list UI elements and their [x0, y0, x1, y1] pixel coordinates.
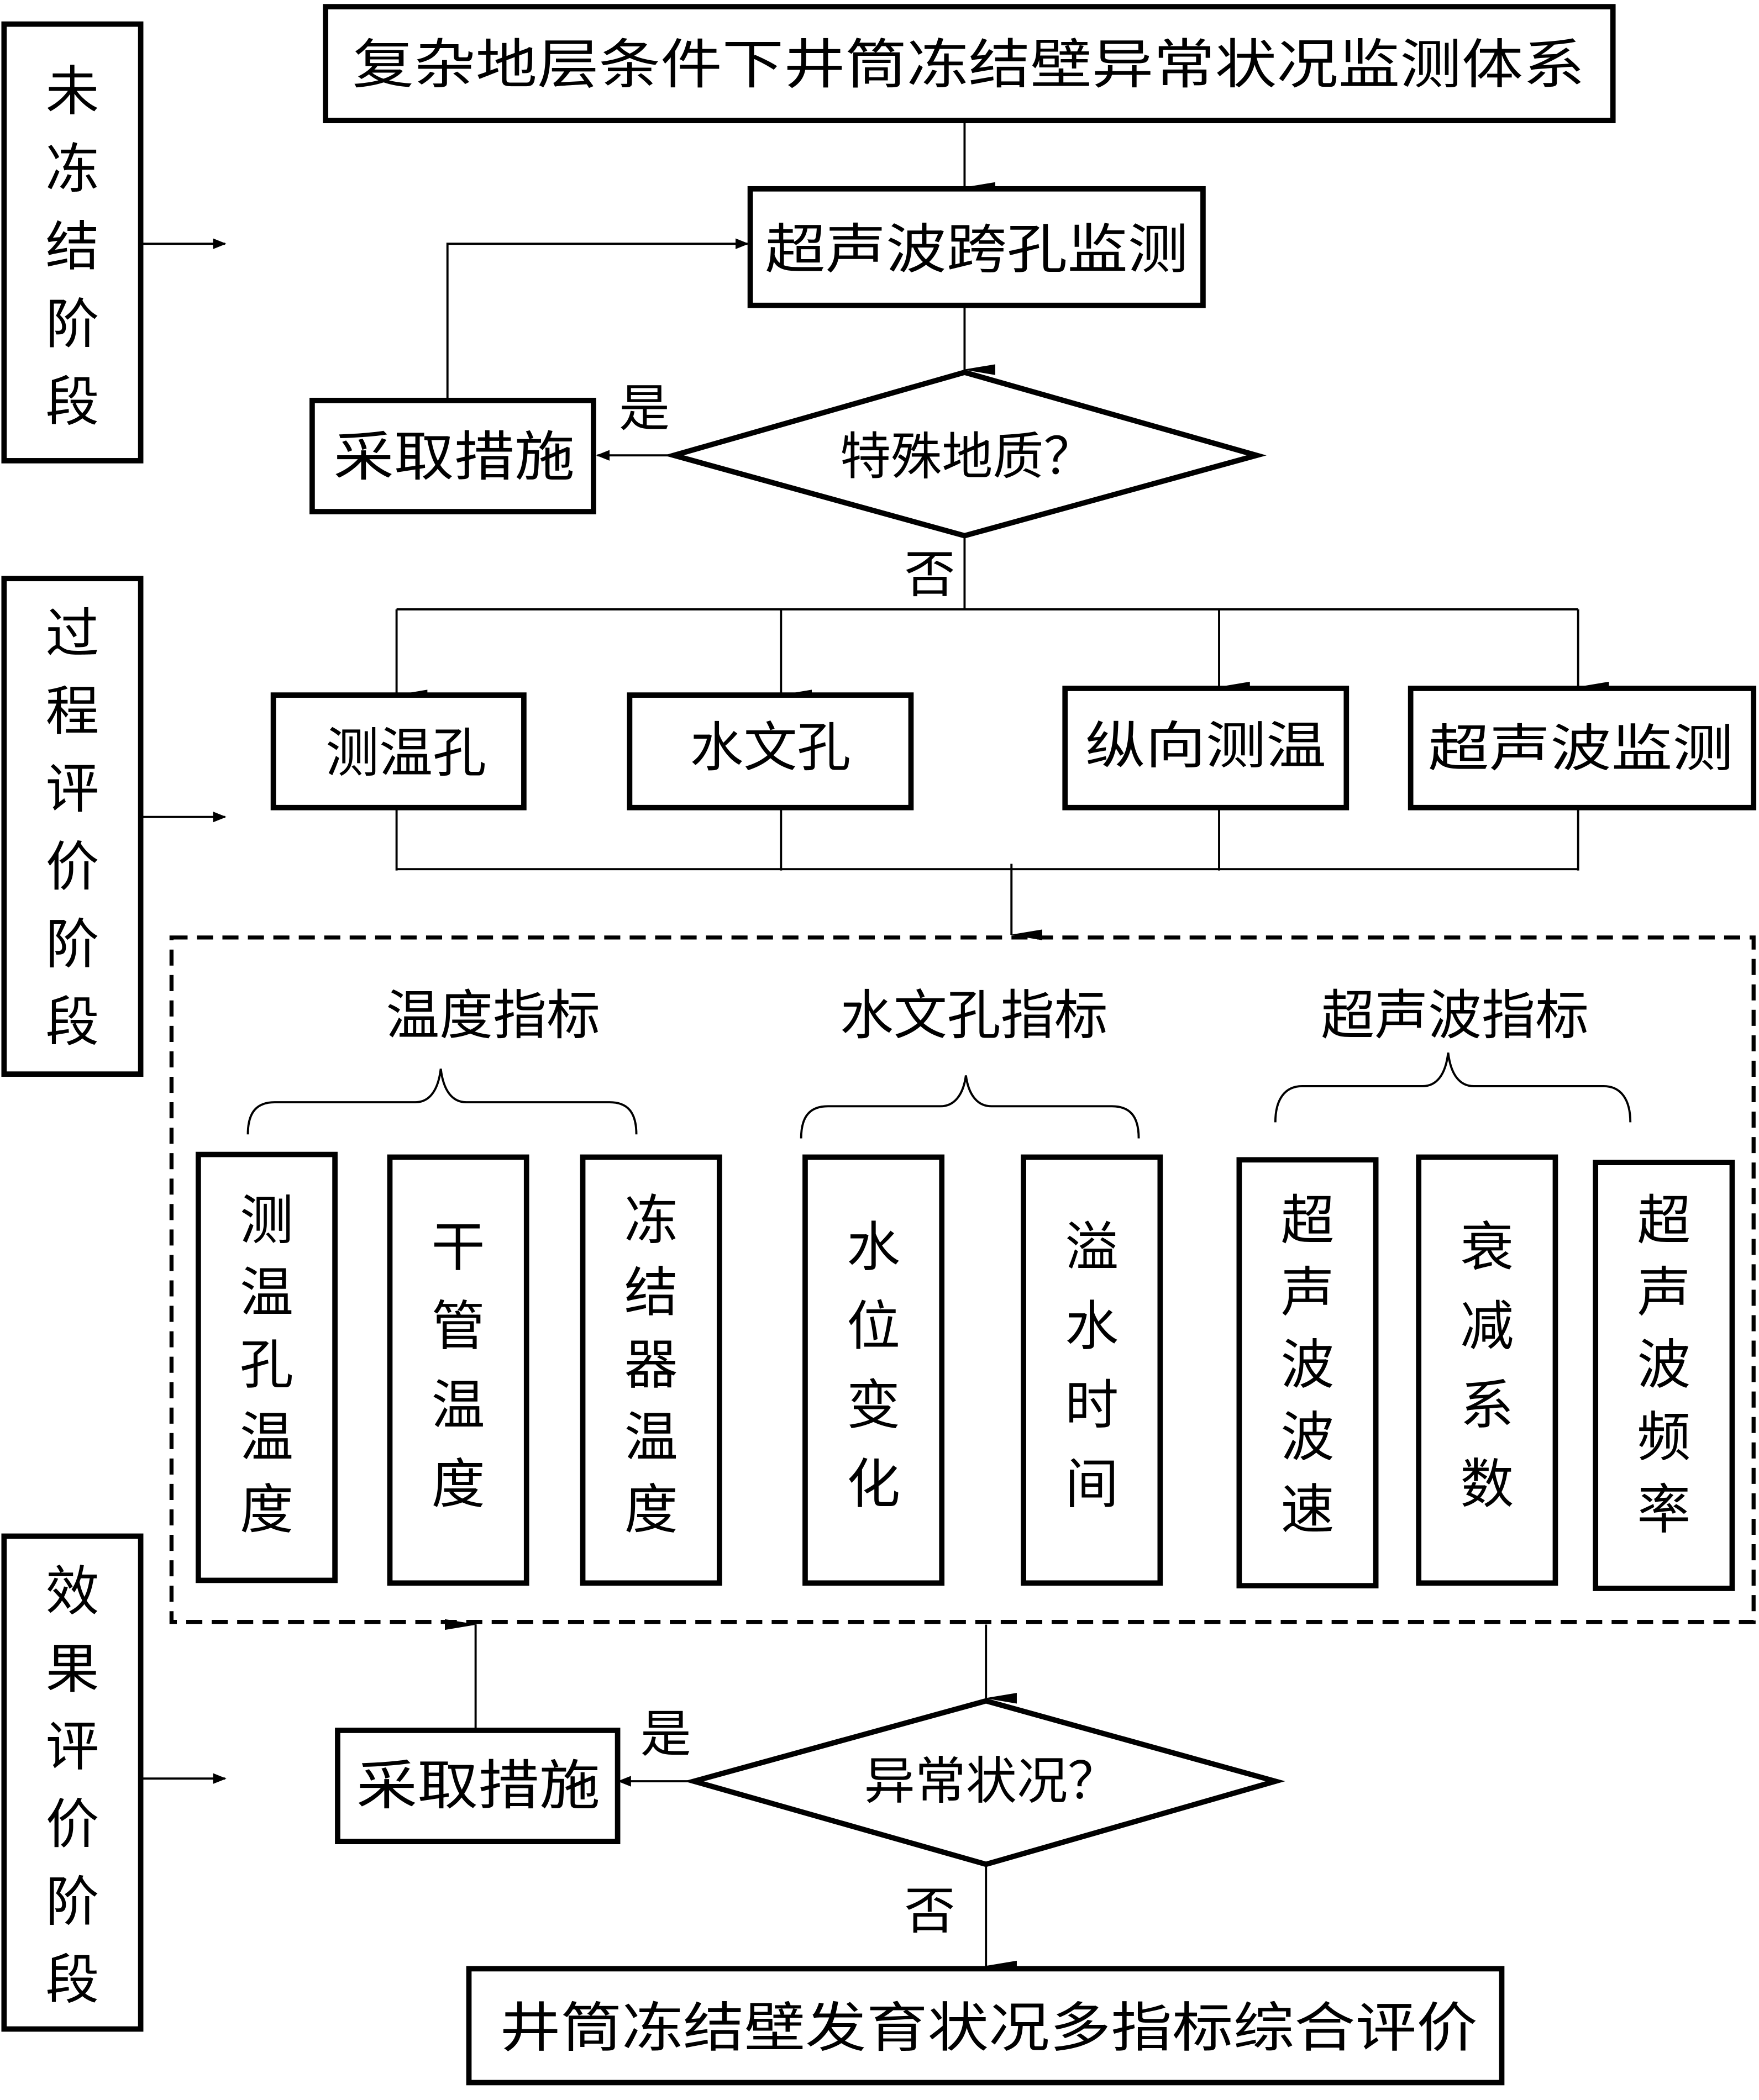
yes-label-2: 是 [640, 1705, 691, 1764]
indicator-char: 超 [1281, 1189, 1335, 1251]
stage-unfrozen: 未 冻 结 阶 段 [1, 21, 144, 464]
indicator-char: 度 [240, 1478, 293, 1541]
monitor-text-3: 超声波监测 [1428, 719, 1734, 778]
indicator-char: 度 [432, 1453, 485, 1515]
group-title-hydro: 水文孔指标 [840, 984, 1108, 1046]
indicator-box-hydro-0: 水 位 变 化 [802, 1154, 945, 1586]
indicator-char: 温 [240, 1261, 293, 1324]
stage-effect-char-1: 果 [45, 1638, 99, 1700]
brace-ultrasonic [1274, 1052, 1632, 1123]
stage-effect-char-5: 段 [45, 1949, 99, 2011]
take-measures-box-2 [335, 1728, 621, 1844]
monitor-text-2: 纵向测温 [1085, 717, 1326, 776]
indicator-char: 波 [1281, 1406, 1335, 1469]
monitor-box-2: 纵向测温 [1062, 686, 1350, 810]
stage-effect-char-2: 评 [45, 1715, 99, 1778]
indicator-char: 化 [847, 1453, 900, 1515]
take-measures-text-1: 采取措施 [334, 426, 575, 488]
indicator-char: 测 [240, 1189, 293, 1251]
final-box [466, 1966, 1505, 2086]
monitor-box-1: 水文孔 [627, 692, 914, 810]
indicator-char: 率 [1637, 1478, 1690, 1541]
indicator-char: 波 [1637, 1334, 1690, 1396]
indicator-char: 超 [1637, 1189, 1690, 1251]
stage-unfrozen-char-1: 冻 [45, 138, 99, 200]
group-title-ultrasonic: 超声波指标 [1321, 984, 1589, 1046]
monitor-box-3: 超声波监测 [1408, 686, 1757, 810]
indicator-char: 孔 [240, 1334, 293, 1396]
take-measures-box-1 [309, 397, 596, 514]
brace-temperature [246, 1069, 638, 1135]
indicator-char: 频 [1637, 1406, 1690, 1469]
brace-hydro [800, 1075, 1140, 1139]
indicator-char: 温 [432, 1374, 485, 1436]
stage-process: 过 程 评 价 阶 段 [1, 576, 144, 1077]
monitor-text-0: 测温孔 [325, 722, 486, 784]
indicator-char: 度 [624, 1478, 678, 1541]
final-text: 井筒冻结壁发育状况多指标综合评价 [500, 1997, 1478, 2059]
indicator-char: 干 [432, 1216, 485, 1278]
stage-process-char-4: 阶 [45, 913, 99, 976]
indicator-box-temp-0: 测 温 孔 温 度 [195, 1151, 338, 1583]
stage-unfrozen-char-2: 结 [45, 215, 99, 278]
indicator-char: 管 [432, 1295, 485, 1357]
stage-process-char-2: 评 [45, 758, 99, 820]
indicator-char: 变 [847, 1374, 900, 1436]
stage-effect-char-3: 价 [45, 1793, 99, 1856]
crosshole-box [747, 186, 1206, 308]
title-box [323, 4, 1616, 124]
indicator-char: 波 [1281, 1334, 1335, 1396]
indicator-char: 声 [1637, 1261, 1690, 1324]
indicator-box-ultra-2: 超 声 波 频 率 [1593, 1160, 1735, 1591]
indicator-char: 间 [1065, 1453, 1119, 1515]
indicator-char: 位 [847, 1295, 900, 1357]
stage-unfrozen-char-3: 阶 [45, 293, 99, 356]
indicator-box-ultra-0: 超 声 波 波 速 [1236, 1157, 1379, 1588]
indicator-char: 温 [240, 1406, 293, 1469]
loop-arrow-1 [446, 238, 749, 401]
yes-label-1: 是 [619, 379, 670, 438]
title-text: 复杂地层条件下井筒冻结壁异常状况监测体系 [353, 33, 1585, 96]
indicator-char: 水 [847, 1216, 900, 1278]
indicator-char: 数 [1460, 1453, 1514, 1515]
indicator-box-temp-1: 干 管 温 度 [387, 1154, 529, 1586]
stage-effect-char-0: 效 [45, 1560, 99, 1623]
indicator-box-ultra-1: 衰 减 系 数 [1416, 1154, 1558, 1586]
indicator-char: 溢 [1065, 1216, 1119, 1278]
stage-process-char-1: 程 [45, 680, 99, 743]
indicator-char: 衰 [1460, 1216, 1514, 1278]
take-measures-text-2: 采取措施 [356, 1754, 600, 1817]
stage-process-char-3: 价 [45, 835, 99, 898]
indicator-char: 速 [1281, 1478, 1335, 1541]
stage-process-char-5: 段 [45, 991, 99, 1054]
indicator-char: 温 [624, 1406, 678, 1469]
indicators-container [169, 935, 1756, 1624]
indicator-box-hydro-1: 溢 水 时 间 [1021, 1154, 1163, 1586]
monitor-box-0: 测温孔 [270, 692, 527, 810]
decision-special-geology-text: 特殊地质？ [840, 427, 1095, 486]
indicator-char: 系 [1460, 1374, 1514, 1436]
stage-effect: 效 果 评 价 阶 段 [1, 1533, 144, 2032]
indicator-char: 结 [624, 1261, 678, 1324]
indicator-char: 水 [1065, 1295, 1119, 1357]
stage-unfrozen-char-4: 段 [45, 371, 99, 433]
indicator-char: 减 [1460, 1295, 1514, 1357]
group-title-temperature: 温度指标 [386, 984, 600, 1046]
indicator-char: 冻 [624, 1189, 678, 1251]
no-label-2: 否 [904, 1882, 955, 1941]
indicator-box-temp-2: 冻 结 器 温 度 [580, 1154, 722, 1586]
no-label-1: 否 [904, 545, 955, 604]
indicator-char: 声 [1281, 1261, 1335, 1324]
monitor-text-1: 水文孔 [690, 717, 850, 779]
indicator-char: 器 [624, 1334, 678, 1396]
decision-abnormal-text: 异常状况？ [864, 1752, 1119, 1811]
stage-unfrozen-char-0: 未 [45, 60, 99, 123]
indicator-char: 时 [1065, 1374, 1119, 1436]
stage-effect-char-4: 阶 [45, 1871, 99, 1933]
crosshole-text: 超声波跨孔监测 [765, 218, 1188, 281]
stage-process-char-0: 过 [45, 603, 99, 665]
